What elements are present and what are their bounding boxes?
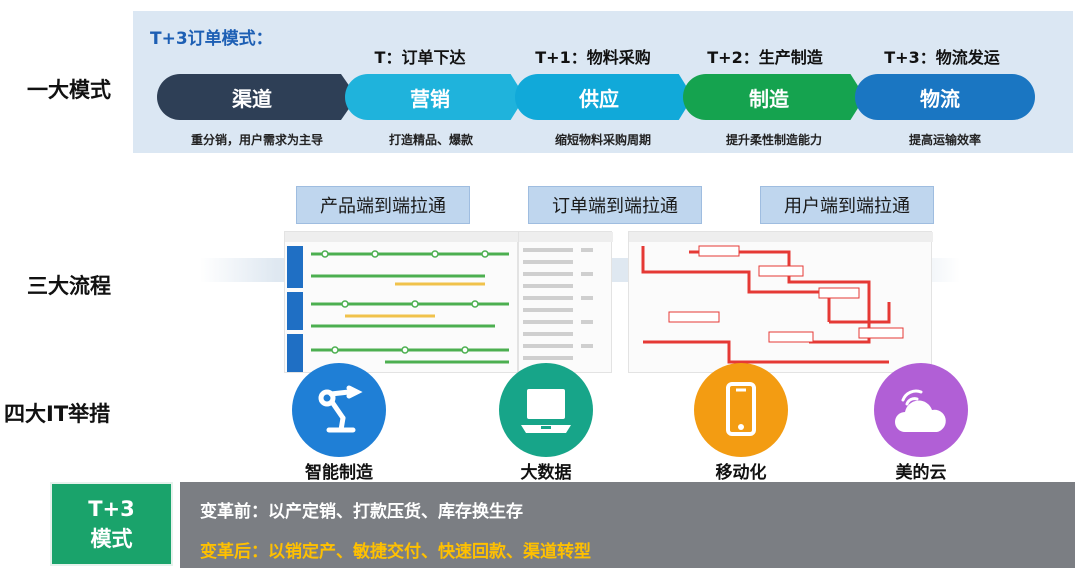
sub-manufacture: 提升柔性制造能力 (725, 133, 822, 147)
step-head-marketing: T：订单下达 (374, 48, 466, 67)
badge-line2: 模式 (90, 527, 133, 551)
step-head-supply: T+1：物料采购 (535, 48, 651, 67)
transformation-panel (180, 482, 1075, 568)
pill-marketing: 营销 (345, 74, 525, 120)
pill-manufacture: 制造 (683, 74, 865, 120)
cloud-wifi-icon (895, 389, 946, 432)
before-transformation: 变革前：以产定销、打款压货、库存换生存 (200, 502, 523, 522)
robot-arm-icon (318, 385, 363, 433)
row-label-processes: 三大流程 (27, 274, 111, 298)
it-big-data (499, 363, 593, 457)
sub-logistics: 提高运输效率 (908, 133, 981, 147)
it-mobile (694, 363, 788, 457)
flow-user: 用户端到端拉通 (760, 186, 934, 224)
step-head-logistics: T+3：物流发运 (884, 48, 1000, 67)
row-label-it: 四大IT举措 (4, 402, 111, 426)
user-flow-sheet (628, 231, 933, 373)
it-label-mobile: 移动化 (715, 463, 767, 483)
pill-channel: 渠道 (157, 74, 357, 120)
sub-marketing: 打造精品、爆款 (388, 133, 473, 147)
badge-line1: T+3 (88, 497, 135, 521)
pill-supply: 供应 (515, 74, 693, 120)
product-flow-sheet (284, 231, 519, 373)
sub-supply: 缩短物料采购周期 (554, 133, 651, 147)
it-label-big-data: 大数据 (520, 463, 572, 483)
mobile-phone-icon (726, 382, 756, 436)
it-smart-manufacturing (292, 363, 386, 457)
sub-channel: 重分销，用户需求为主导 (190, 133, 323, 147)
laptop-icon (521, 389, 571, 433)
t3-title: T+3订单模式： (150, 29, 273, 49)
after-transformation: 变革后：以销定产、敏捷交付、快速回款、渠道转型 (200, 542, 591, 562)
it-label-smart-manufacturing: 智能制造 (305, 463, 373, 483)
flow-product: 产品端到端拉通 (296, 186, 470, 224)
it-midea-cloud (874, 363, 968, 457)
order-flow-sheet (518, 231, 613, 373)
row-label-model: 一大模式 (27, 78, 111, 102)
pill-logistics: 物流 (855, 74, 1035, 120)
step-head-manufacture: T+2：生产制造 (707, 48, 823, 67)
t3-mode-badge: T+3 模式 (50, 482, 173, 566)
it-label-midea-cloud: 美的云 (895, 463, 947, 483)
flow-order: 订单端到端拉通 (528, 186, 702, 224)
